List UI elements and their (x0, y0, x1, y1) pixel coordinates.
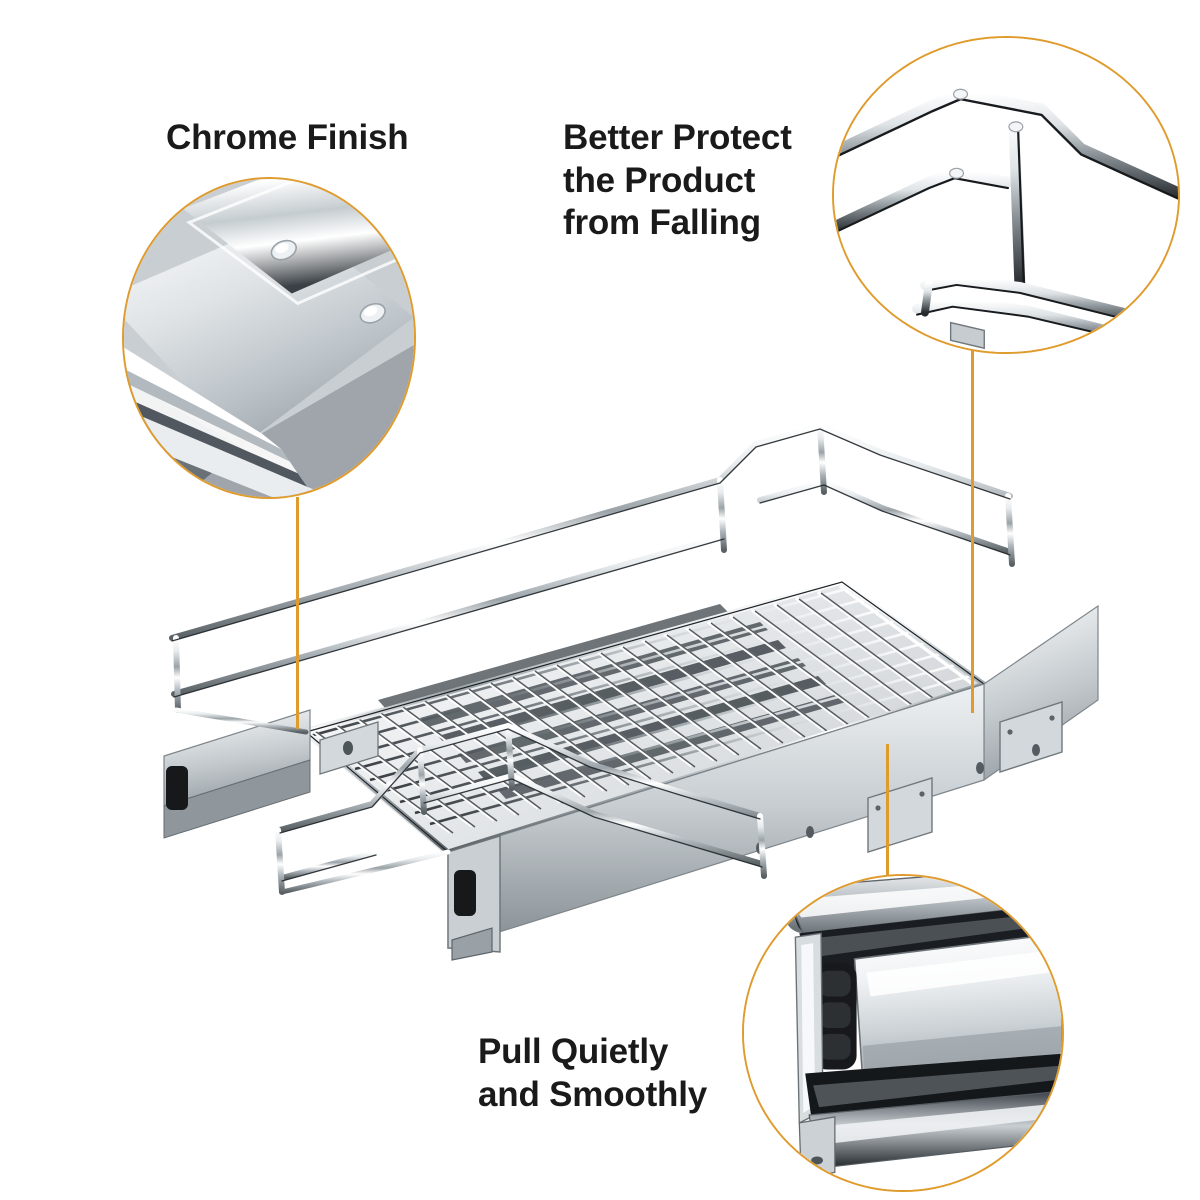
callout-label-better-protect: Better Protect the Product from Falling (563, 118, 792, 243)
better-protect-photo (834, 38, 1178, 352)
leader-line-better-protect (971, 340, 974, 713)
left-side-rail (163, 709, 379, 839)
callout-bubble-chrome-finish (122, 177, 416, 499)
front-guard-rail (275, 723, 767, 895)
product-illustration (163, 423, 1099, 961)
pull-quietly-photo (744, 876, 1062, 1190)
leader-line-pull-quietly (886, 744, 889, 880)
callout-label-pull-quietly: Pull Quietly and Smoothly (478, 1032, 707, 1114)
rear-guard-rail (169, 423, 1015, 713)
leader-line-chrome-finish (296, 497, 299, 729)
chrome-finish-photo (124, 179, 414, 497)
right-side-rail (447, 604, 1099, 961)
callout-bubble-pull-quietly (742, 874, 1064, 1192)
callout-bubble-better-protect (832, 36, 1180, 354)
callout-label-chrome-finish: Chrome Finish (166, 118, 409, 157)
basket-floor (298, 579, 987, 855)
